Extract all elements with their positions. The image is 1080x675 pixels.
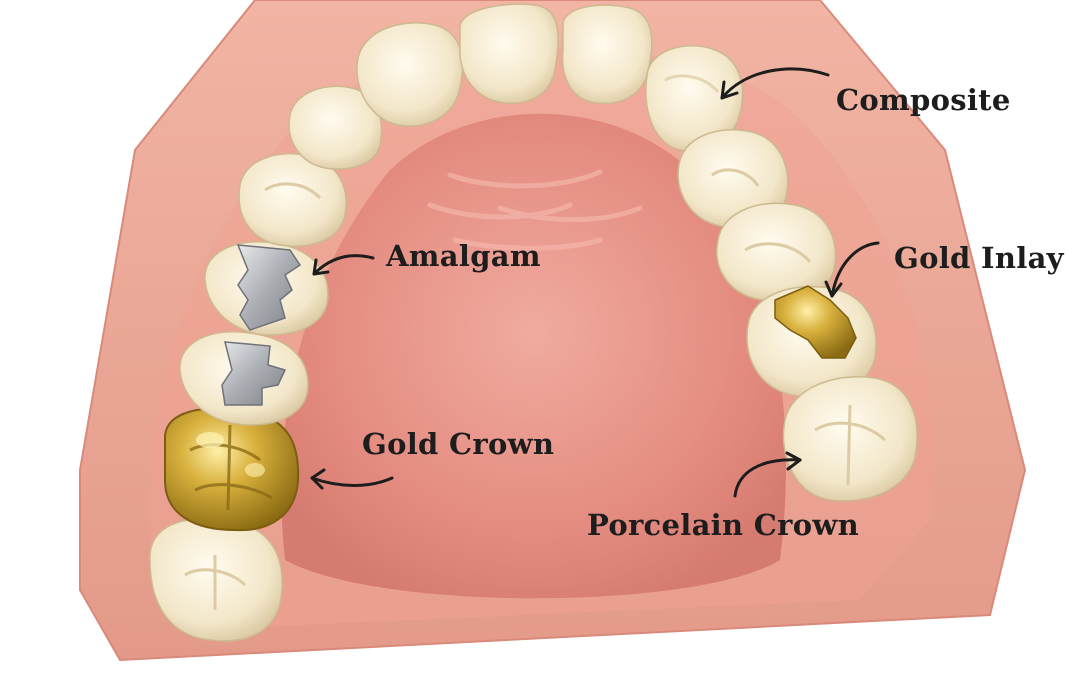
label-porcelain-crown: Porcelain Crown [587, 508, 860, 542]
tooth-gold-crown [164, 407, 300, 532]
tooth-incisor-left-central [459, 3, 559, 104]
label-gold-crown: Gold Crown [362, 427, 555, 461]
composite-arrow [720, 67, 830, 100]
label-composite: Composite [836, 83, 1011, 117]
tooth-premolar-amalgam-2 [179, 331, 309, 426]
tooth-gold-inlay [746, 285, 877, 398]
tooth-canine-left-back [238, 153, 347, 247]
tooth-porcelain-crown [782, 376, 918, 502]
tooth-canine-left [288, 85, 383, 170]
label-gold-inlay: Gold Inlay [894, 241, 1064, 275]
tooth-incisor-right-central [561, 4, 653, 105]
tooth-canine-right [677, 129, 789, 229]
tooth-premolar-right [716, 202, 837, 303]
label-amalgam: Amalgam [386, 239, 541, 273]
palate [281, 113, 786, 599]
tooth-premolar-amalgam-1 [204, 241, 329, 336]
palatal-rugae [427, 169, 643, 251]
gold-inlay-arrow [824, 241, 880, 298]
porcelain-crown-arrow [733, 451, 802, 498]
amalgam-arrow [312, 254, 375, 276]
gold-crown-arrow [310, 468, 394, 490]
tooth-incisor-composite [645, 45, 744, 152]
tooth-incisor-left-lateral [356, 22, 464, 127]
tooth-molar-lower-left [149, 518, 283, 642]
